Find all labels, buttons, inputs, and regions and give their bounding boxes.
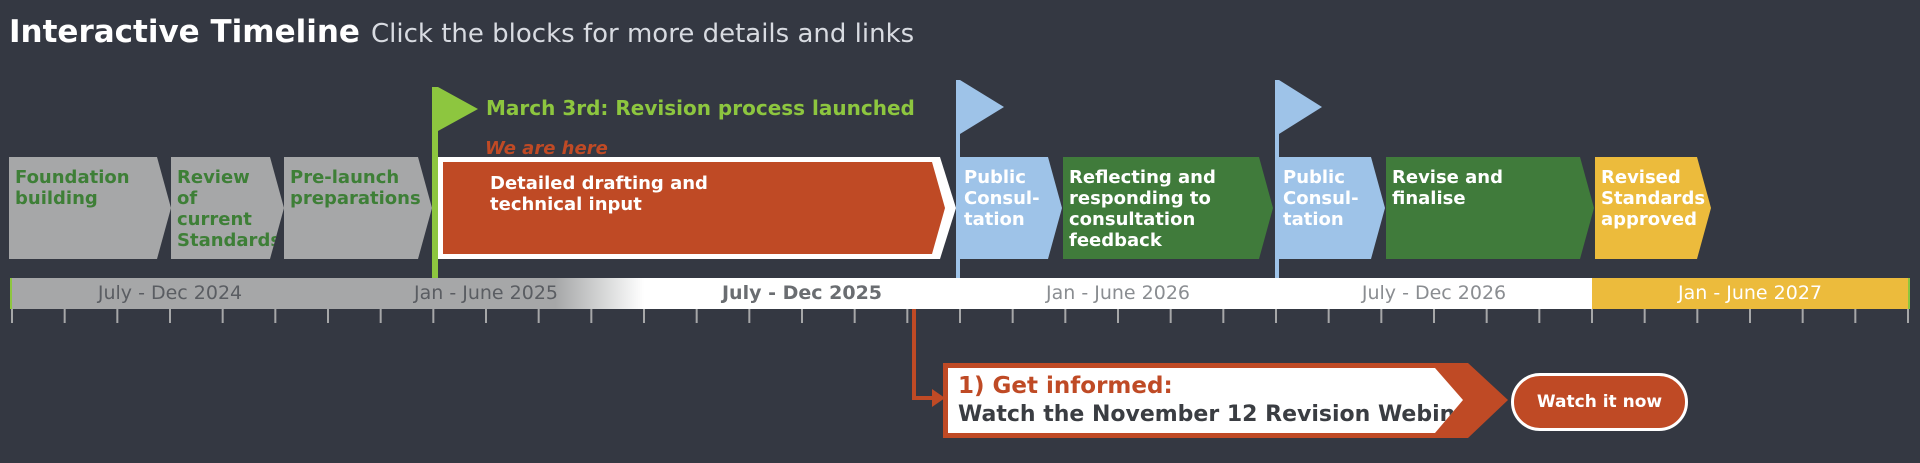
arrow-icon [912, 309, 945, 407]
page-subtitle: Click the blocks for more details and li… [371, 19, 915, 49]
period-jan-june-2025: Jan - June 2025 [328, 278, 644, 309]
block-revise-finalise[interactable]: Revise and finalise [1386, 157, 1594, 259]
block-public-consultation-1[interactable]: Public Consul- tation [958, 157, 1062, 259]
block-revised-standards-approved[interactable]: Revised Standards approved [1595, 157, 1711, 259]
we-are-here-label: We are here [485, 138, 608, 159]
block-line: preparations [290, 188, 421, 209]
block-detailed-drafting-fill: Detailed drafting and technical input [443, 162, 945, 254]
block-line: feedback [1069, 230, 1162, 251]
block-line: finalise [1392, 188, 1466, 209]
get-informed-callout[interactable]: 1) Get informed: Watch the November 12 R… [943, 363, 1508, 438]
block-line: Consul- [964, 188, 1040, 209]
period-july-dec-2025: July - Dec 2025 [644, 278, 960, 309]
block-review-standards[interactable]: Review of current Standards [171, 157, 284, 259]
block-line: Public [1283, 167, 1345, 188]
block-line: tation [964, 209, 1025, 230]
block-line: Detailed drafting and [490, 173, 708, 194]
block-line: Standards [1601, 188, 1706, 209]
period-boundary-marker [1906, 278, 1910, 309]
page-title: Interactive Timeline [9, 14, 360, 50]
block-detailed-drafting[interactable]: Detailed drafting and technical input [438, 157, 956, 259]
block-line: tation [1283, 209, 1344, 230]
block-line: approved [1601, 209, 1697, 230]
block-line: consultation [1069, 209, 1196, 230]
period-july-dec-2024: July - Dec 2024 [12, 278, 328, 309]
period-july-dec-2026: July - Dec 2026 [1276, 278, 1592, 309]
period-jan-june-2027: Jan - June 2027 [1592, 278, 1908, 309]
block-line: Consul- [1283, 188, 1359, 209]
block-foundation-building[interactable]: Foundation building [9, 157, 171, 259]
block-pre-launch[interactable]: Pre-launch preparations [284, 157, 432, 259]
block-detailed-drafting-label: Detailed drafting and technical input [490, 173, 708, 215]
get-informed-callout-body: 1) Get informed: Watch the November 12 R… [948, 368, 1463, 433]
watch-it-now-button[interactable]: Watch it now [1511, 373, 1688, 431]
block-line: technical input [490, 194, 642, 215]
milestone-label: March 3rd: Revision process launched [486, 96, 915, 120]
callout-subtitle: Watch the November 12 Revision Webinar [958, 402, 1481, 427]
block-public-consultation-2[interactable]: Public Consul- tation [1277, 157, 1385, 259]
flag-icon-launch [432, 87, 478, 279]
block-line: Foundation [15, 167, 130, 188]
block-line: of current [177, 188, 252, 230]
block-line: Pre-launch [290, 167, 400, 188]
block-line: Standards [177, 230, 282, 251]
block-line: building [15, 188, 98, 209]
period-jan-june-2026: Jan - June 2026 [960, 278, 1276, 309]
block-line: Revise and [1392, 167, 1504, 188]
block-line: Revised [1601, 167, 1681, 188]
block-line: responding to [1069, 188, 1211, 209]
block-line: Public [964, 167, 1026, 188]
block-reflecting-feedback[interactable]: Reflecting and responding to consultatio… [1063, 157, 1273, 259]
block-line: Reflecting and [1069, 167, 1216, 188]
callout-title: 1) Get informed: [958, 373, 1173, 399]
block-line: Review [177, 167, 250, 188]
